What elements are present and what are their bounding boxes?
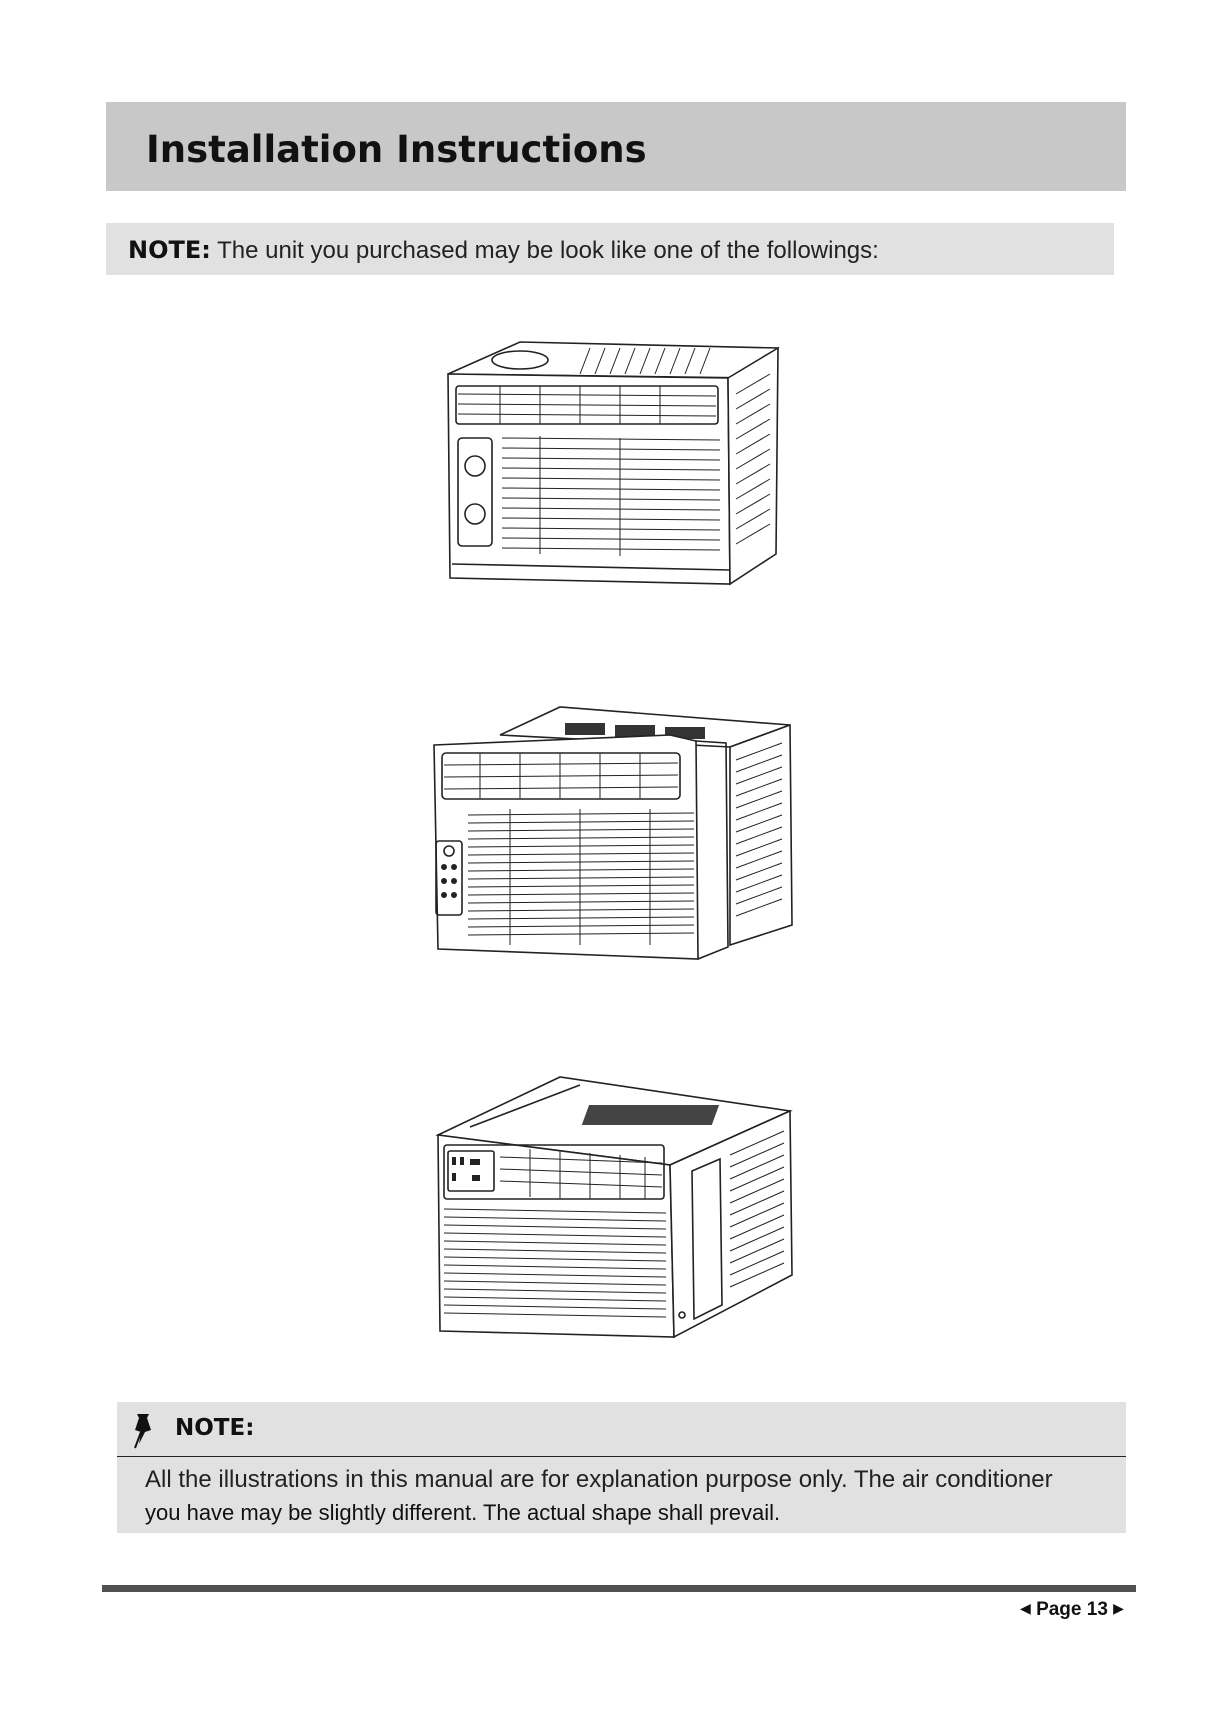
note-box-top: NOTE: The unit you purchased may be look… xyxy=(106,223,1114,275)
triangle-right-icon: ▶ xyxy=(1113,1600,1124,1617)
note-bottom-line-1: All the illustrations in this manual are… xyxy=(145,1466,1053,1494)
page-title: Installation Instructions xyxy=(146,128,647,171)
note-bottom-header: NOTE: xyxy=(117,1402,1126,1457)
note-top-body: The unit you purchased may be look like … xyxy=(217,237,879,264)
note-top-label: NOTE: xyxy=(128,236,211,264)
note-top-text: NOTE: The unit you purchased may be look… xyxy=(128,236,879,265)
header-band: Installation Instructions xyxy=(106,102,1126,191)
page-number: ◀ Page 13 ▶ xyxy=(1020,1599,1124,1621)
note-bottom-line-2: you have may be slightly different. The … xyxy=(145,1500,780,1526)
page-label: Page 13 xyxy=(1036,1599,1108,1620)
triangle-left-icon: ◀ xyxy=(1020,1600,1031,1617)
footer-rule xyxy=(102,1585,1136,1592)
pushpin-icon xyxy=(129,1410,159,1450)
window-air-conditioner-small-icon xyxy=(440,334,785,596)
window-air-conditioner-medium-icon xyxy=(430,705,800,965)
window-air-conditioner-large-icon xyxy=(430,1075,800,1340)
note-box-bottom: NOTE: All the illustrations in this manu… xyxy=(117,1402,1126,1533)
note-bottom-label: NOTE: xyxy=(175,1415,254,1441)
